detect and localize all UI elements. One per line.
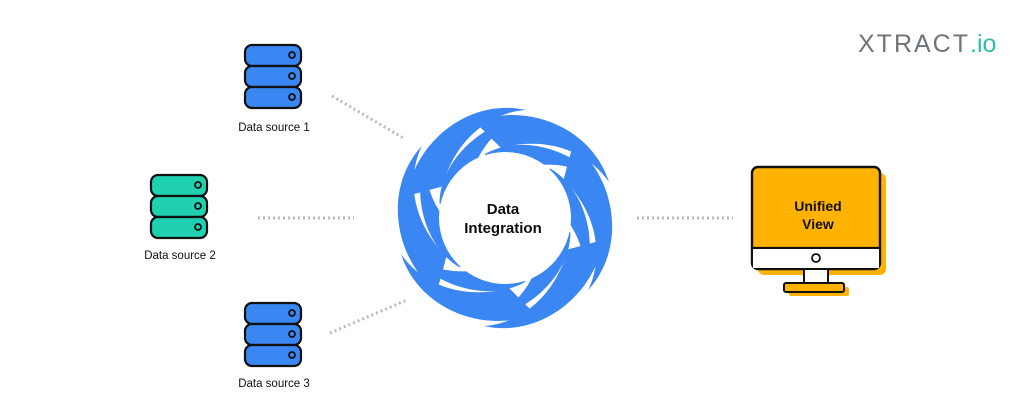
- source-3-label: Data source 3: [238, 378, 310, 390]
- source-2-label: Data source 2: [144, 250, 216, 262]
- output-label-line1: Unified: [794, 198, 842, 214]
- output-label: Unified View: [794, 197, 841, 233]
- logo-main-text: XTRACT: [858, 30, 970, 58]
- source-1-label: Data source 1: [238, 122, 310, 134]
- hub-label-line1: Data: [486, 201, 520, 218]
- connector-source1: [331, 94, 406, 141]
- hub-label-line2: Integration: [464, 220, 542, 237]
- monitor-icon: [750, 165, 886, 296]
- logo-suffix-text: io: [976, 30, 997, 58]
- logo-dot-text: .: [970, 30, 977, 58]
- database-icon: [243, 301, 303, 368]
- brand-logo: XTRACT.io: [858, 30, 996, 59]
- output-label-line2: View: [802, 216, 834, 232]
- database-icon: [243, 43, 303, 110]
- database-icon: [149, 173, 209, 240]
- connector-source3: [329, 298, 408, 335]
- swirl-icon: [392, 96, 618, 340]
- hub-label: Data Integration: [464, 200, 542, 238]
